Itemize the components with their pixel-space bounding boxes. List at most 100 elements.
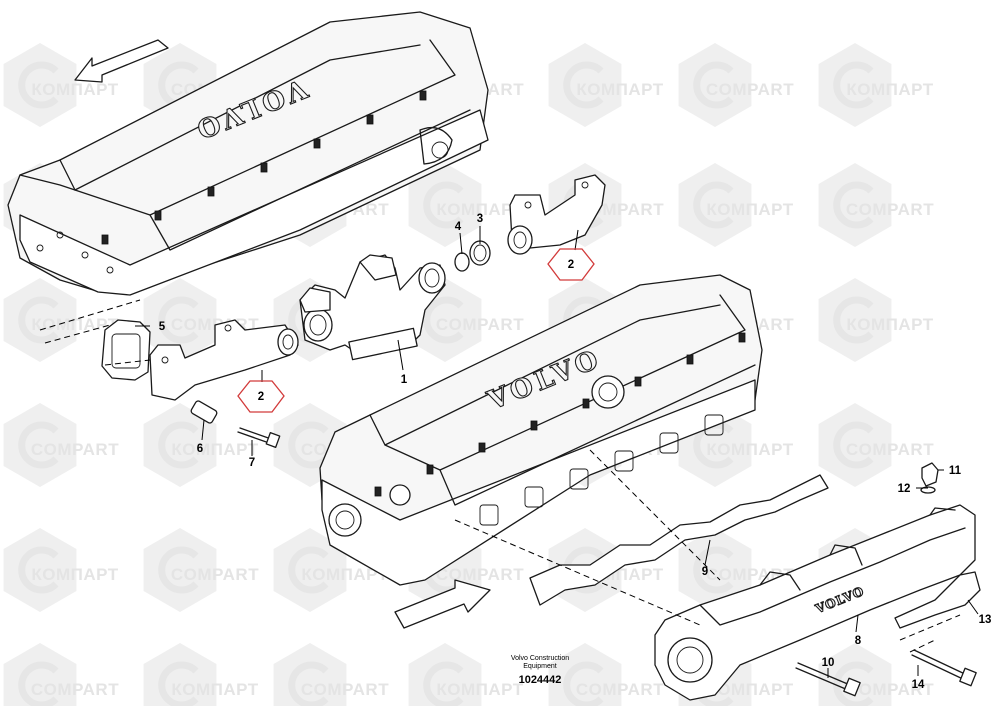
watermark-ring bbox=[423, 296, 464, 344]
part-label-9: 9 bbox=[702, 566, 708, 578]
watermark-text: КОМПАРТ bbox=[846, 80, 933, 99]
watermark-text: COMPART bbox=[31, 440, 119, 459]
cover-bolt bbox=[366, 114, 374, 125]
spacer-6 bbox=[190, 400, 218, 424]
watermark-hexagon bbox=[143, 278, 217, 362]
watermark-hexagon bbox=[678, 528, 752, 612]
head-port-window bbox=[479, 504, 499, 526]
watermark-text: КОМПАРТ bbox=[706, 200, 793, 219]
watermark-hexagon bbox=[143, 403, 217, 487]
watermark-text: COMPART bbox=[846, 440, 934, 459]
watermark-ring bbox=[158, 421, 199, 469]
part-label-11: 11 bbox=[949, 465, 962, 477]
caption-line-1: Volvo Construction bbox=[511, 655, 569, 662]
watermark-text: COMPART bbox=[846, 200, 934, 219]
head-port-window bbox=[704, 414, 724, 436]
watermark-text: COMPART bbox=[31, 680, 119, 699]
flow-arrow-lower bbox=[394, 579, 491, 629]
watermark-hexagon bbox=[818, 403, 892, 487]
watermark-ring bbox=[833, 421, 874, 469]
watermark-ring bbox=[18, 421, 59, 469]
upper-valve-cover: VOLVO bbox=[7, 11, 489, 296]
watermark-ring bbox=[158, 296, 199, 344]
watermark-hexagon bbox=[143, 528, 217, 612]
watermark-hexagon bbox=[408, 163, 482, 247]
reference-hex-upper: 2 bbox=[547, 248, 595, 281]
watermark-text: КОМПАРТ bbox=[706, 680, 793, 699]
cover-bolt bbox=[374, 486, 382, 497]
part-label-5: 5 bbox=[159, 321, 166, 333]
cover-bolt bbox=[154, 210, 162, 221]
watermark-text: КОМПАРТ bbox=[31, 80, 118, 99]
watermark-text: COMPART bbox=[436, 565, 524, 584]
caption-line-2: Equipment bbox=[523, 663, 557, 670]
watermark-ring bbox=[423, 661, 464, 709]
watermark-hexagon bbox=[3, 43, 77, 127]
document-number: 1024442 bbox=[519, 674, 562, 686]
cover-bolt bbox=[686, 354, 694, 365]
watermark-text: КОМПАРТ bbox=[706, 440, 793, 459]
head-port-window bbox=[524, 486, 544, 508]
part-label-3: 3 bbox=[477, 213, 483, 225]
watermark-text: COMPART bbox=[846, 680, 934, 699]
watermark-ring bbox=[563, 661, 604, 709]
leader-lines bbox=[135, 226, 979, 678]
watermark-ring bbox=[693, 421, 734, 469]
part-label-10: 10 bbox=[822, 657, 835, 669]
watermark-ring bbox=[288, 546, 329, 594]
watermark-hexagon bbox=[548, 43, 622, 127]
watermark-hexagon bbox=[273, 528, 347, 612]
watermark-ring bbox=[833, 61, 874, 109]
watermark-ring bbox=[833, 296, 874, 344]
cover-bolt bbox=[313, 138, 321, 149]
watermark-hexagon bbox=[3, 528, 77, 612]
part-label-8: 8 bbox=[855, 635, 862, 647]
watermark-text: COMPART bbox=[301, 680, 389, 699]
part-label-6: 6 bbox=[197, 443, 203, 455]
watermark-ring bbox=[288, 661, 329, 709]
watermark-text: COMPART bbox=[706, 565, 794, 584]
reference-hex-lower-label: 2 bbox=[258, 391, 264, 403]
head-port-window bbox=[569, 468, 589, 490]
part-label-12: 12 bbox=[898, 483, 911, 495]
bolt-7 bbox=[237, 427, 281, 448]
watermark-ring bbox=[18, 61, 59, 109]
watermark-text: COMPART bbox=[171, 565, 259, 584]
part-labels: 1 3 4 5 6 7 8 9 10 11 12 13 14 bbox=[159, 213, 992, 691]
part-label-7: 7 bbox=[249, 457, 255, 469]
cover-bolt bbox=[582, 398, 590, 409]
watermark-ring bbox=[693, 181, 734, 229]
head-port-window bbox=[659, 432, 679, 454]
manifold-gasket-9 bbox=[529, 474, 829, 606]
watermark-ring bbox=[158, 661, 199, 709]
exhaust-pipe-right bbox=[507, 174, 606, 255]
cover-bolt bbox=[260, 162, 268, 173]
cover-bolt bbox=[738, 332, 746, 343]
watermark-text: КОМПАРТ bbox=[436, 680, 523, 699]
bolt-10 bbox=[795, 662, 861, 697]
reference-hex-lower: 2 bbox=[237, 380, 285, 413]
watermark-ring bbox=[158, 546, 199, 594]
exhaust-pipe-left bbox=[149, 319, 299, 401]
watermark-ring bbox=[693, 61, 734, 109]
watermark-text: КОМПАРТ bbox=[171, 440, 258, 459]
watermark-ring bbox=[423, 181, 464, 229]
cover-bolt bbox=[101, 234, 109, 245]
cover-bolt bbox=[634, 376, 642, 387]
lower-cylinder-head: VOLVO bbox=[319, 274, 763, 586]
watermark-text: COMPART bbox=[706, 80, 794, 99]
cover-bolt bbox=[478, 442, 486, 453]
watermark-text: КОМПАРТ bbox=[576, 80, 663, 99]
part-label-4: 4 bbox=[455, 221, 462, 233]
watermark-text: КОМПАРТ bbox=[171, 680, 258, 699]
watermark-ring bbox=[18, 546, 59, 594]
watermark-hexagon bbox=[818, 163, 892, 247]
watermark-hexagon bbox=[818, 43, 892, 127]
watermark-text: COMPART bbox=[436, 315, 524, 334]
part-label-1: 1 bbox=[401, 374, 408, 386]
watermark-ring bbox=[288, 421, 329, 469]
watermark-hexagon bbox=[3, 278, 77, 362]
watermark-text: КОМПАРТ bbox=[436, 200, 523, 219]
cover-bolt bbox=[419, 90, 427, 101]
